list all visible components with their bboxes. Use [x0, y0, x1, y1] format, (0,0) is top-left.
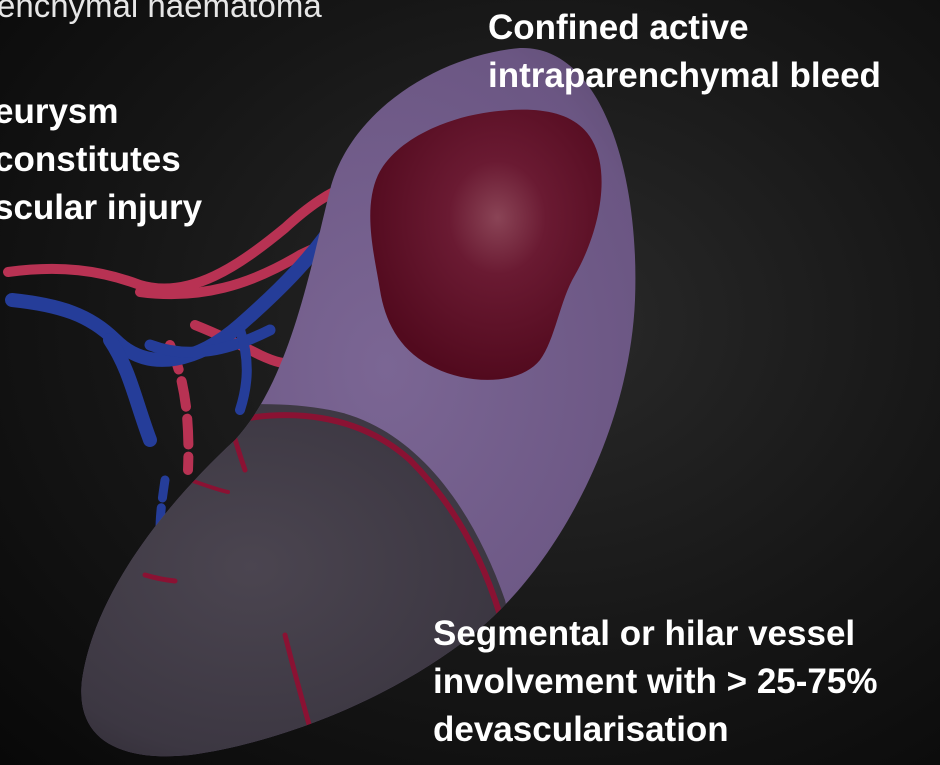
label-line: devascularisation [433, 710, 729, 749]
label-aneurysm-vascular-injury: eurysm constitutes scular injury [0, 88, 202, 232]
label-parenchymal-haematoma: enchymal haematoma [0, 0, 322, 26]
label-segmental-hilar-involvement: Segmental or hilar vessel involvement wi… [433, 610, 877, 754]
label-line: constitutes [0, 140, 181, 179]
label-confined-active-bleed: Confined active intraparenchymal bleed [488, 4, 881, 100]
label-line: Confined active [488, 8, 749, 47]
label-line: intraparenchymal bleed [488, 56, 881, 95]
vein-branch-3 [240, 330, 247, 410]
label-line: Segmental or hilar vessel [433, 614, 855, 653]
label-line: involvement with > 25-75% [433, 662, 877, 701]
label-line: eurysm [0, 92, 119, 131]
label-line: scular injury [0, 188, 202, 227]
